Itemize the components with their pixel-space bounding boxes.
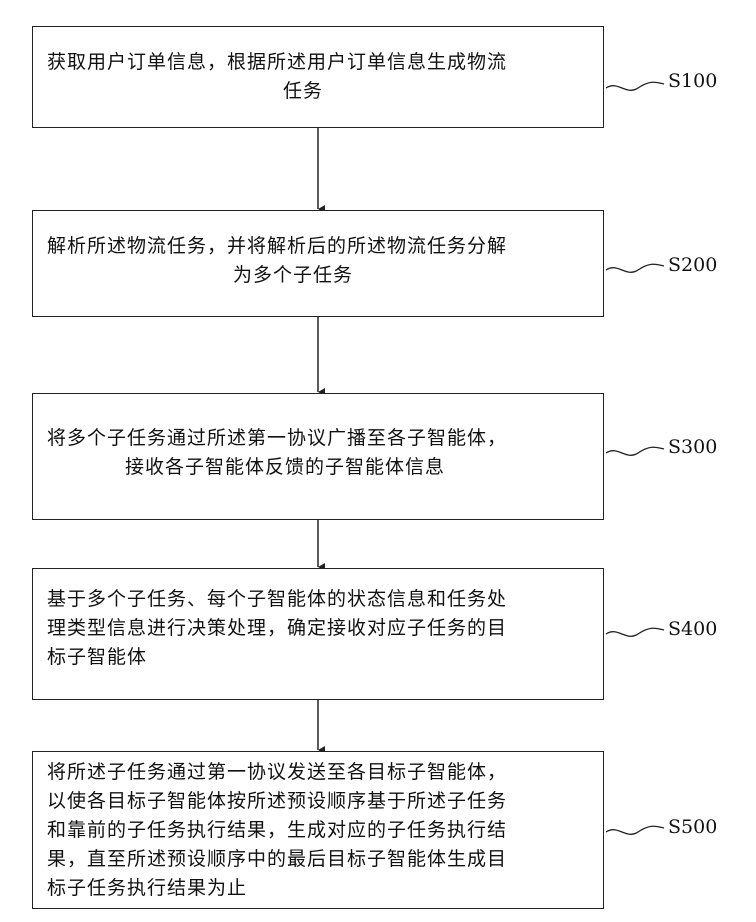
step-label-s300: S300	[668, 436, 717, 458]
step-line: 将所述子任务通过第一协议发送至各目标子智能体，	[47, 758, 593, 787]
step-line: 标子任务执行结果为止	[47, 874, 593, 903]
step-text-s300: 将多个子任务通过所述第一协议广播至各子智能体， 接收各子智能体反馈的子智能体信息	[47, 424, 593, 482]
step-line: 果，直至所述预设顺序中的最后目标子智能体生成目	[47, 845, 593, 874]
step-text-s400: 基于多个子任务、每个子智能体的状态信息和任务处 理类型信息进行决策处理，确定接收…	[47, 585, 593, 672]
step-line: 以使各目标子智能体按所述预设顺序基于所述子任务	[47, 787, 593, 816]
leader-s400	[606, 628, 664, 636]
step-label-s400: S400	[668, 618, 717, 640]
step-box-s100: 获取用户订单信息，根据所述用户订单信息生成物流 任务	[32, 26, 604, 128]
step-line: 接收各子智能体反馈的子智能体信息	[47, 453, 593, 482]
step-line: 基于多个子任务、每个子智能体的状态信息和任务处	[47, 585, 593, 614]
leader-s100	[606, 82, 664, 90]
leader-s300	[606, 447, 664, 455]
step-box-s200: 解析所述物流任务，并将解析后的所述物流任务分解 为多个子任务	[32, 210, 604, 317]
step-text-s200: 解析所述物流任务，并将解析后的所述物流任务分解 为多个子任务	[47, 232, 593, 290]
leader-s500	[606, 826, 664, 834]
step-line: 标子智能体	[47, 643, 593, 672]
step-label-s500: S500	[668, 816, 717, 838]
step-box-s500: 将所述子任务通过第一协议发送至各目标子智能体， 以使各目标子智能体按所述预设顺序…	[32, 751, 604, 909]
step-line: 任务	[47, 77, 593, 106]
step-line: 为多个子任务	[47, 261, 593, 290]
step-label-s200: S200	[668, 254, 717, 276]
step-text-s500: 将所述子任务通过第一协议发送至各目标子智能体， 以使各目标子智能体按所述预设顺序…	[47, 758, 593, 903]
step-line: 理类型信息进行决策处理，确定接收对应子任务的目	[47, 614, 593, 643]
step-line: 解析所述物流任务，并将解析后的所述物流任务分解	[47, 232, 593, 261]
step-line: 将多个子任务通过所述第一协议广播至各子智能体，	[47, 424, 593, 453]
step-label-s100: S100	[668, 70, 717, 92]
step-box-s300: 将多个子任务通过所述第一协议广播至各子智能体， 接收各子智能体反馈的子智能体信息	[32, 393, 604, 520]
step-line: 获取用户订单信息，根据所述用户订单信息生成物流	[47, 48, 593, 77]
leader-s200	[606, 264, 664, 272]
step-line: 和靠前的子任务执行结果，生成对应的子任务执行结	[47, 816, 593, 845]
step-box-s400: 基于多个子任务、每个子智能体的状态信息和任务处 理类型信息进行决策处理，确定接收…	[32, 568, 604, 700]
step-text-s100: 获取用户订单信息，根据所述用户订单信息生成物流 任务	[47, 48, 593, 106]
